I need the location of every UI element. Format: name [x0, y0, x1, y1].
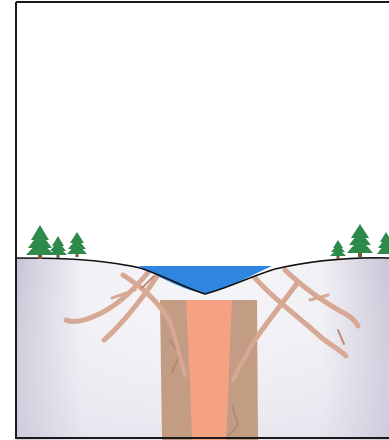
sky: [16, 2, 389, 260]
rock-column-light: [186, 300, 232, 440]
